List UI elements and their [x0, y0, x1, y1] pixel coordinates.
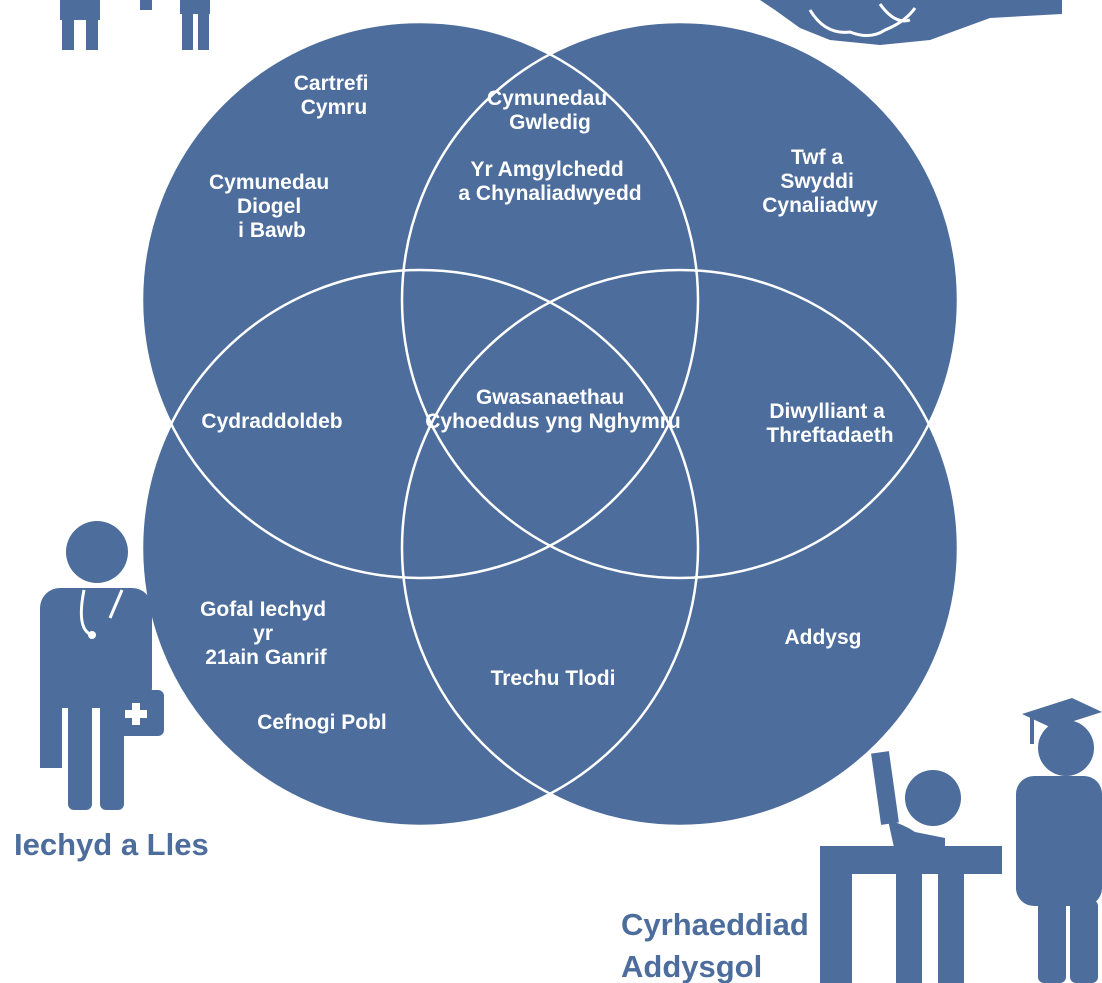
label-addysg: Addysg: [784, 626, 861, 649]
label-twf: Twf a Swyddi Cynaliadwy: [762, 146, 878, 217]
label-cymunedau-gwledig: Cymunedau Gwledig: [487, 87, 613, 134]
circle-bottom-right: [402, 270, 958, 826]
venn-outlines: [140, 20, 960, 828]
classroom-icon: [820, 698, 1102, 983]
label-cefnogi: Cefnogi Pobl: [257, 711, 387, 734]
doctor-icon: [40, 521, 164, 810]
venn-fills: [142, 22, 958, 826]
label-trechu: Trechu Tlodi: [491, 667, 616, 690]
family-icon: [60, 0, 210, 50]
handshake-icon: [760, 0, 1062, 45]
label-gofal: Gofal Iechyd yr 21ain Ganrif: [200, 598, 332, 669]
label-diwylliant: Diwylliant a Threftadaeth: [766, 400, 893, 447]
label-cydraddoldeb: Cydraddoldeb: [201, 410, 342, 433]
label-cartrefi: Cartrefi Cymru: [294, 72, 375, 119]
side-label-iechyd: Iechyd a Lles: [14, 827, 209, 862]
label-amgylchedd: Yr Amgylchedd a Chynaliadwyedd: [458, 158, 641, 205]
label-diogel: Cymunedau Diogel i Bawb: [209, 171, 335, 242]
label-gwasanaethau: Gwasanaethau Cyhoeddus yng Nghymru: [425, 386, 681, 433]
side-label-cyrhaeddiad: Cyrhaeddiad Addysgol: [621, 907, 817, 983]
